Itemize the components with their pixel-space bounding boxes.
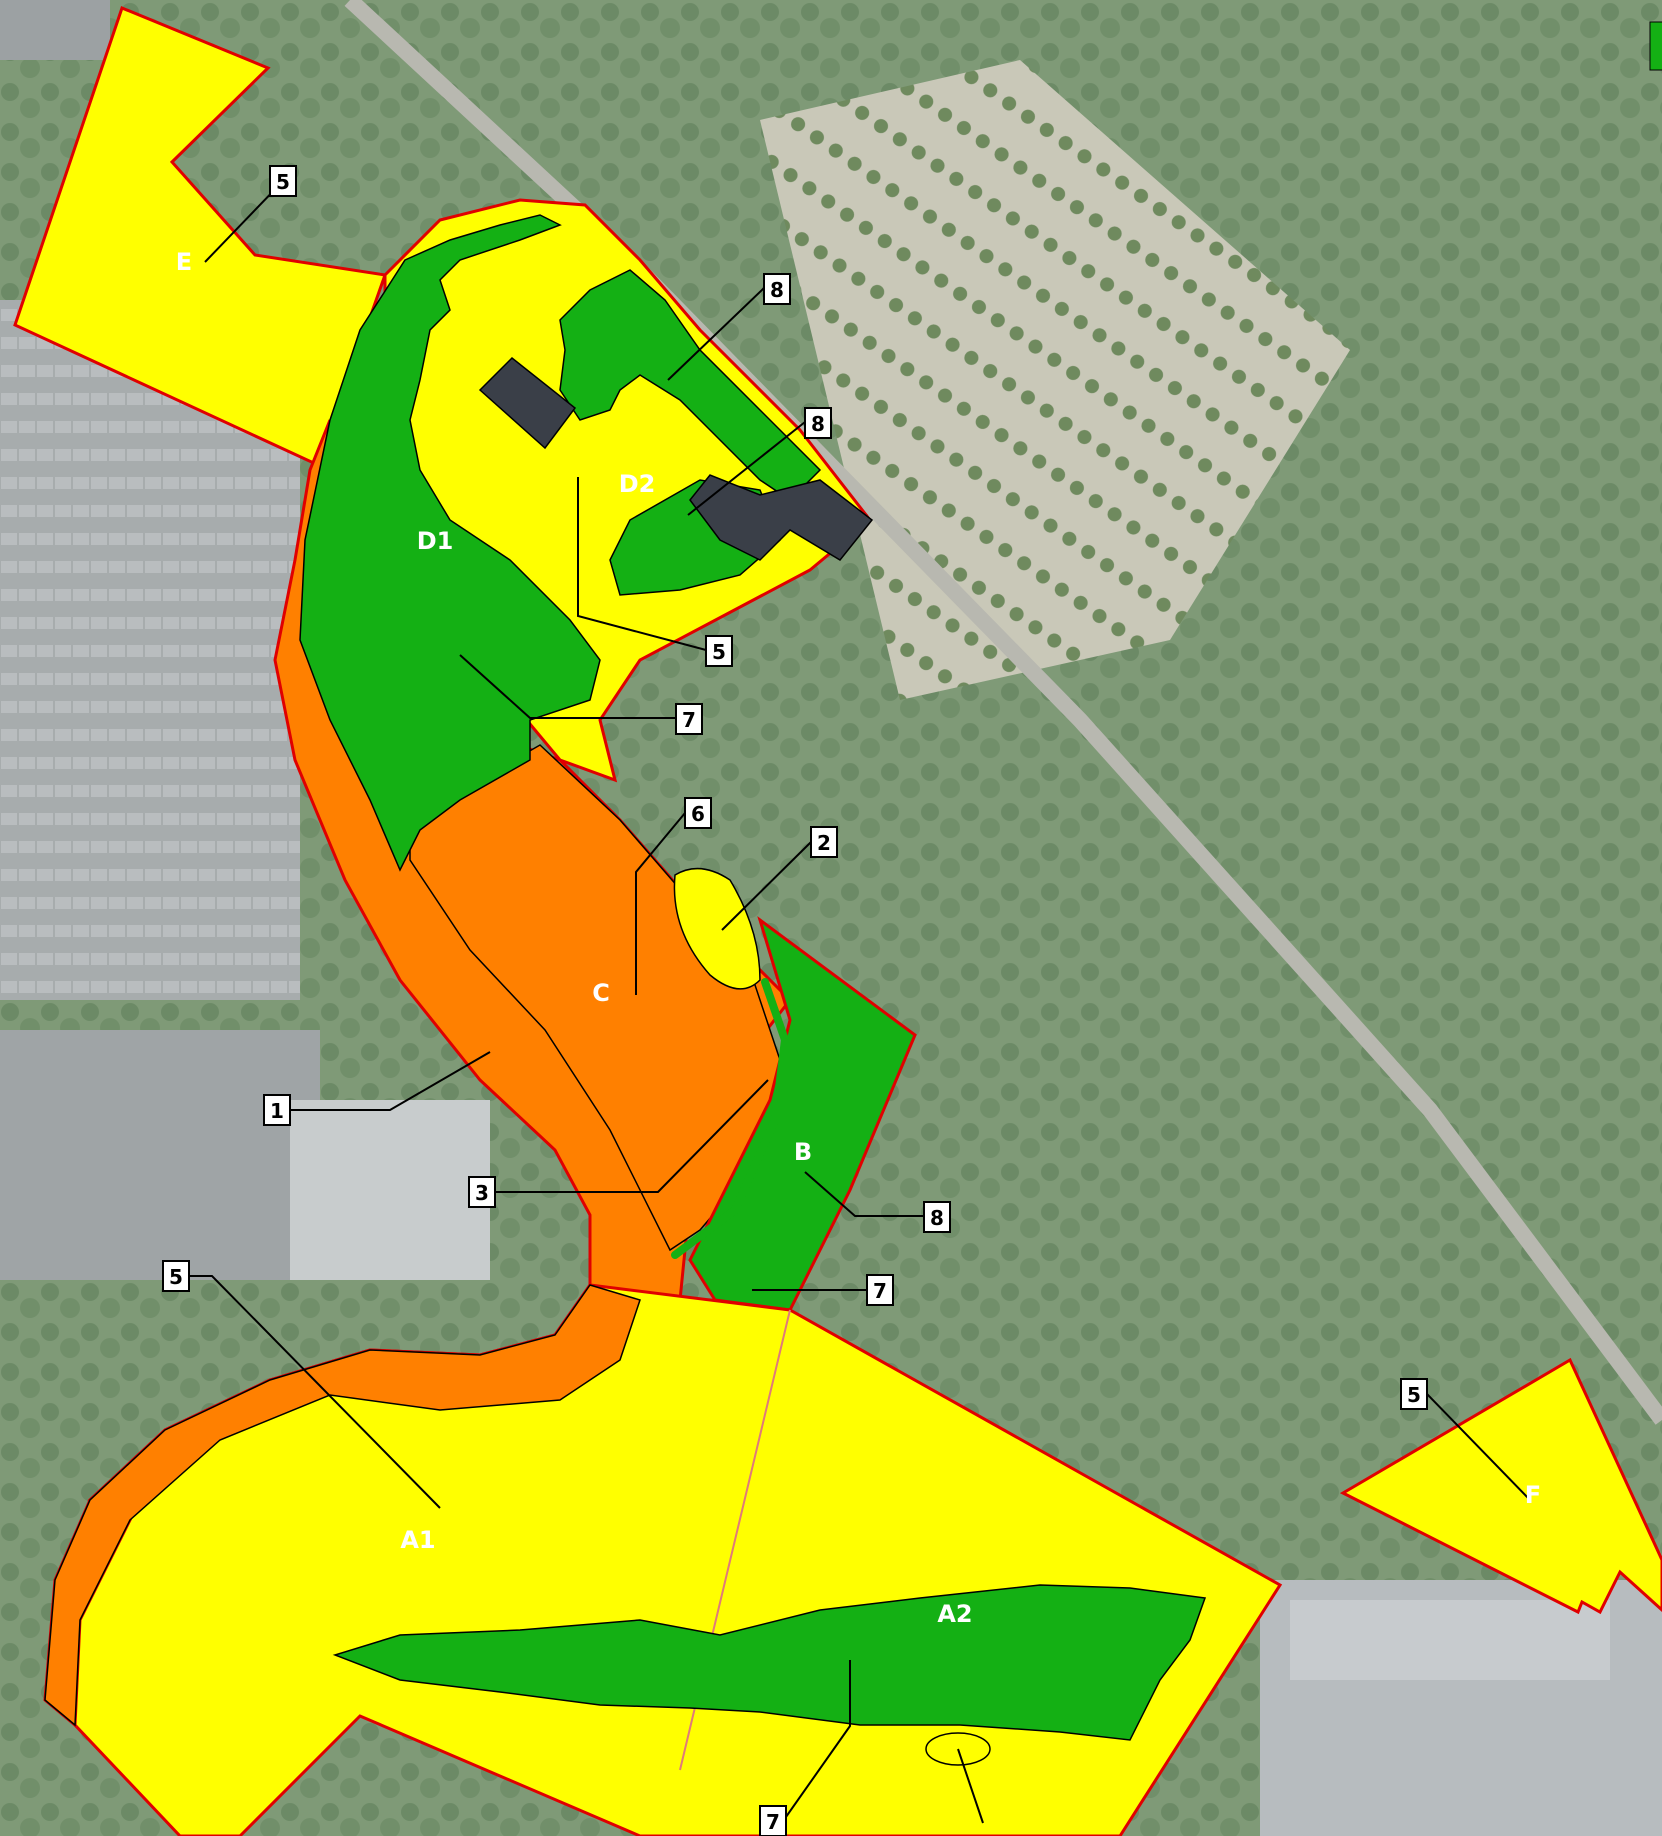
callout-d-5: 5 <box>705 635 733 667</box>
svg-text:8: 8 <box>930 1206 944 1230</box>
zone-label-d1: D1 <box>417 527 454 555</box>
callout-f-5: 5 <box>1400 1378 1428 1410</box>
zone-label-a2: A2 <box>937 1600 972 1628</box>
zone-d2-green-top <box>559 269 822 501</box>
callout-c-2: 2 <box>810 826 838 858</box>
callout-c-6: 6 <box>684 797 712 829</box>
svg-text:2: 2 <box>817 831 831 855</box>
zone-label-c: C <box>592 979 610 1007</box>
zone-label-a1: A1 <box>400 1526 435 1554</box>
callout-b-7: 7 <box>866 1274 894 1306</box>
callout-e-5: 5 <box>269 165 297 197</box>
callout-d-7: 7 <box>675 703 703 735</box>
svg-text:7: 7 <box>682 708 696 732</box>
building-d-1 <box>478 356 577 450</box>
svg-text:1: 1 <box>270 1099 284 1123</box>
zone-label-f: F <box>1525 1481 1541 1509</box>
building-d-2 <box>689 474 874 561</box>
zone-f-area <box>1339 1357 1662 1615</box>
svg-text:5: 5 <box>169 1265 183 1289</box>
leader-lines <box>189 180 1531 1825</box>
svg-text:5: 5 <box>712 640 726 664</box>
callout-c-3: 3 <box>468 1176 496 1208</box>
zone-e-area <box>13 6 388 468</box>
hedge-line <box>671 978 790 1259</box>
callout-d-8-mid: 8 <box>804 407 832 439</box>
svg-text:7: 7 <box>766 1810 780 1834</box>
zone-c-area <box>409 744 781 1252</box>
callout-c-1: 1 <box>263 1094 291 1126</box>
svg-text:7: 7 <box>873 1279 887 1303</box>
callout-a-5: 5 <box>162 1260 190 1292</box>
zone-label-e: E <box>176 248 192 276</box>
svg-text:8: 8 <box>770 278 784 302</box>
svg-text:3: 3 <box>475 1181 489 1205</box>
zone-c-yellow-patch <box>673 867 761 990</box>
zone-d1-area <box>299 214 601 872</box>
zone-label-d2: D2 <box>619 470 656 498</box>
callout-b-8: 8 <box>923 1201 951 1233</box>
zone-label-b: B <box>794 1138 812 1166</box>
svg-text:6: 6 <box>691 802 705 826</box>
callout-a-7-bottom: 7 <box>759 1805 787 1836</box>
zone-a-orange-edge <box>44 1284 641 1727</box>
svg-text:5: 5 <box>1407 1383 1421 1407</box>
svg-text:8: 8 <box>811 412 825 436</box>
callout-d-8-top: 8 <box>763 273 791 305</box>
legend-swatch <box>1649 21 1662 71</box>
zone-a2-green <box>332 1584 1207 1741</box>
svg-text:5: 5 <box>276 170 290 194</box>
